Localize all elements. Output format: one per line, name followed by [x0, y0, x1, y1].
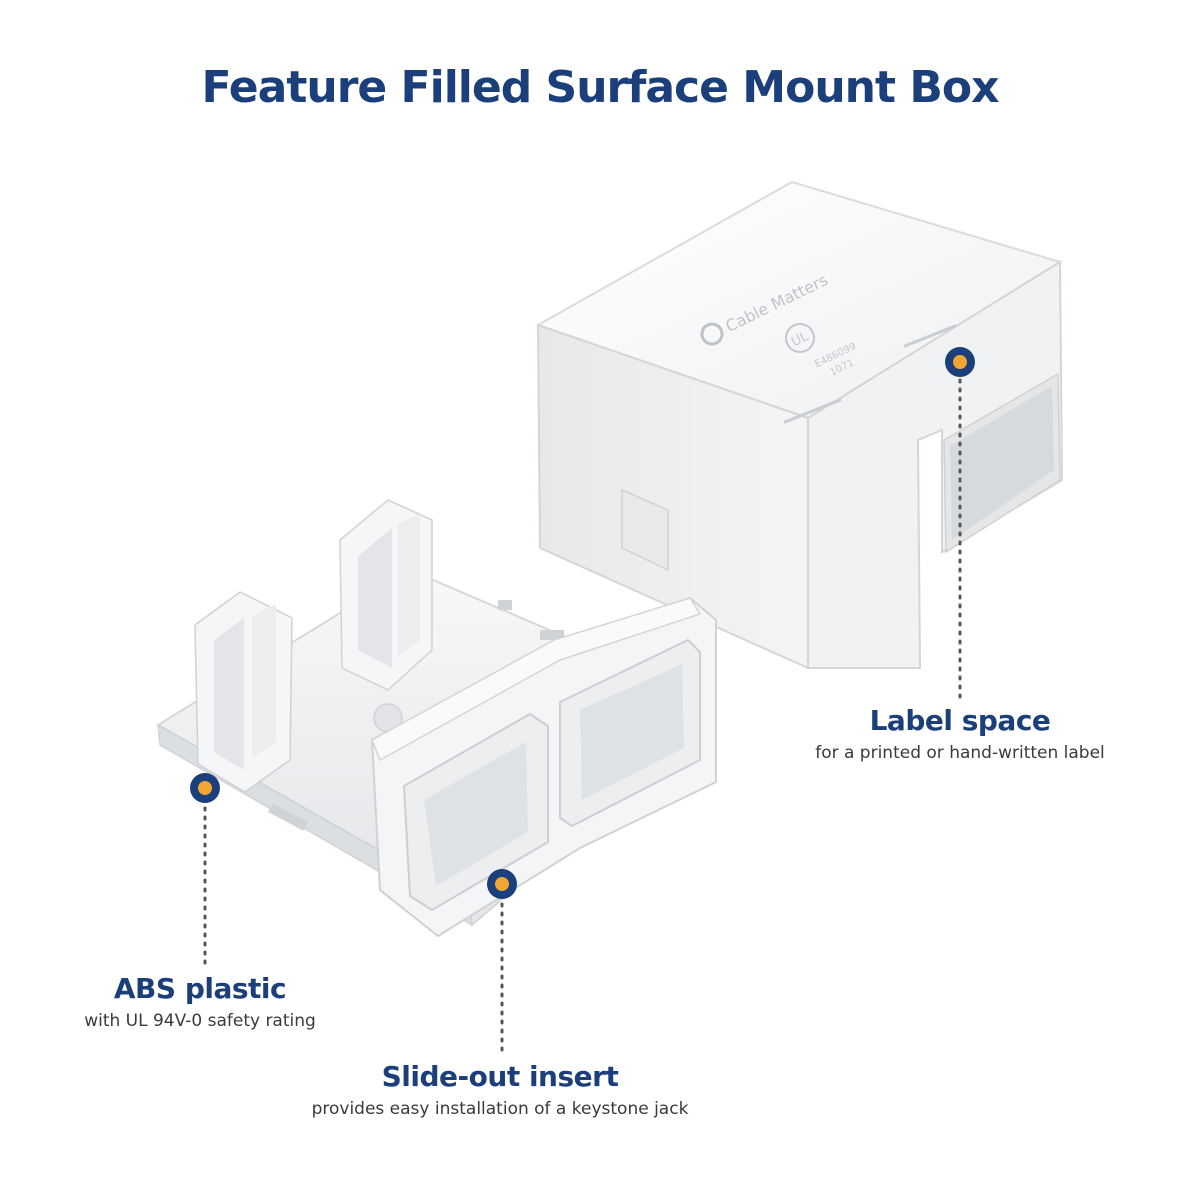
- marker-slide-out: [487, 869, 517, 899]
- callout-heading: ABS plastic: [113, 972, 287, 1005]
- callout-slide-out-insert: Slide-out insert provides easy installat…: [280, 1060, 720, 1119]
- cover-box: Cable Matters UL E486099 1071: [535, 180, 1064, 670]
- cable-clip-left: [194, 591, 293, 793]
- keystone-insert: [370, 596, 717, 938]
- callout-description: provides easy installation of a keystone…: [311, 1099, 689, 1119]
- cable-clip-right: [339, 499, 433, 691]
- callout-heading: Slide-out insert: [381, 1060, 619, 1093]
- ul-mark-text: UL: [789, 329, 811, 350]
- marker-abs-plastic: [190, 773, 220, 803]
- leader-lines: [203, 360, 962, 1054]
- callout-heading: Label space: [869, 704, 1051, 737]
- callout-description: with UL 94V-0 safety rating: [84, 1011, 316, 1031]
- callout-description: for a printed or hand-written label: [815, 743, 1105, 763]
- callout-abs-plastic: ABS plastic with UL 94V-0 safety rating: [40, 972, 360, 1031]
- base-plate: [156, 499, 717, 938]
- marker-label-space: [945, 347, 975, 377]
- page-title: Feature Filled Surface Mount Box: [201, 62, 1000, 113]
- callout-label-space: Label space for a printed or hand-writte…: [800, 704, 1120, 763]
